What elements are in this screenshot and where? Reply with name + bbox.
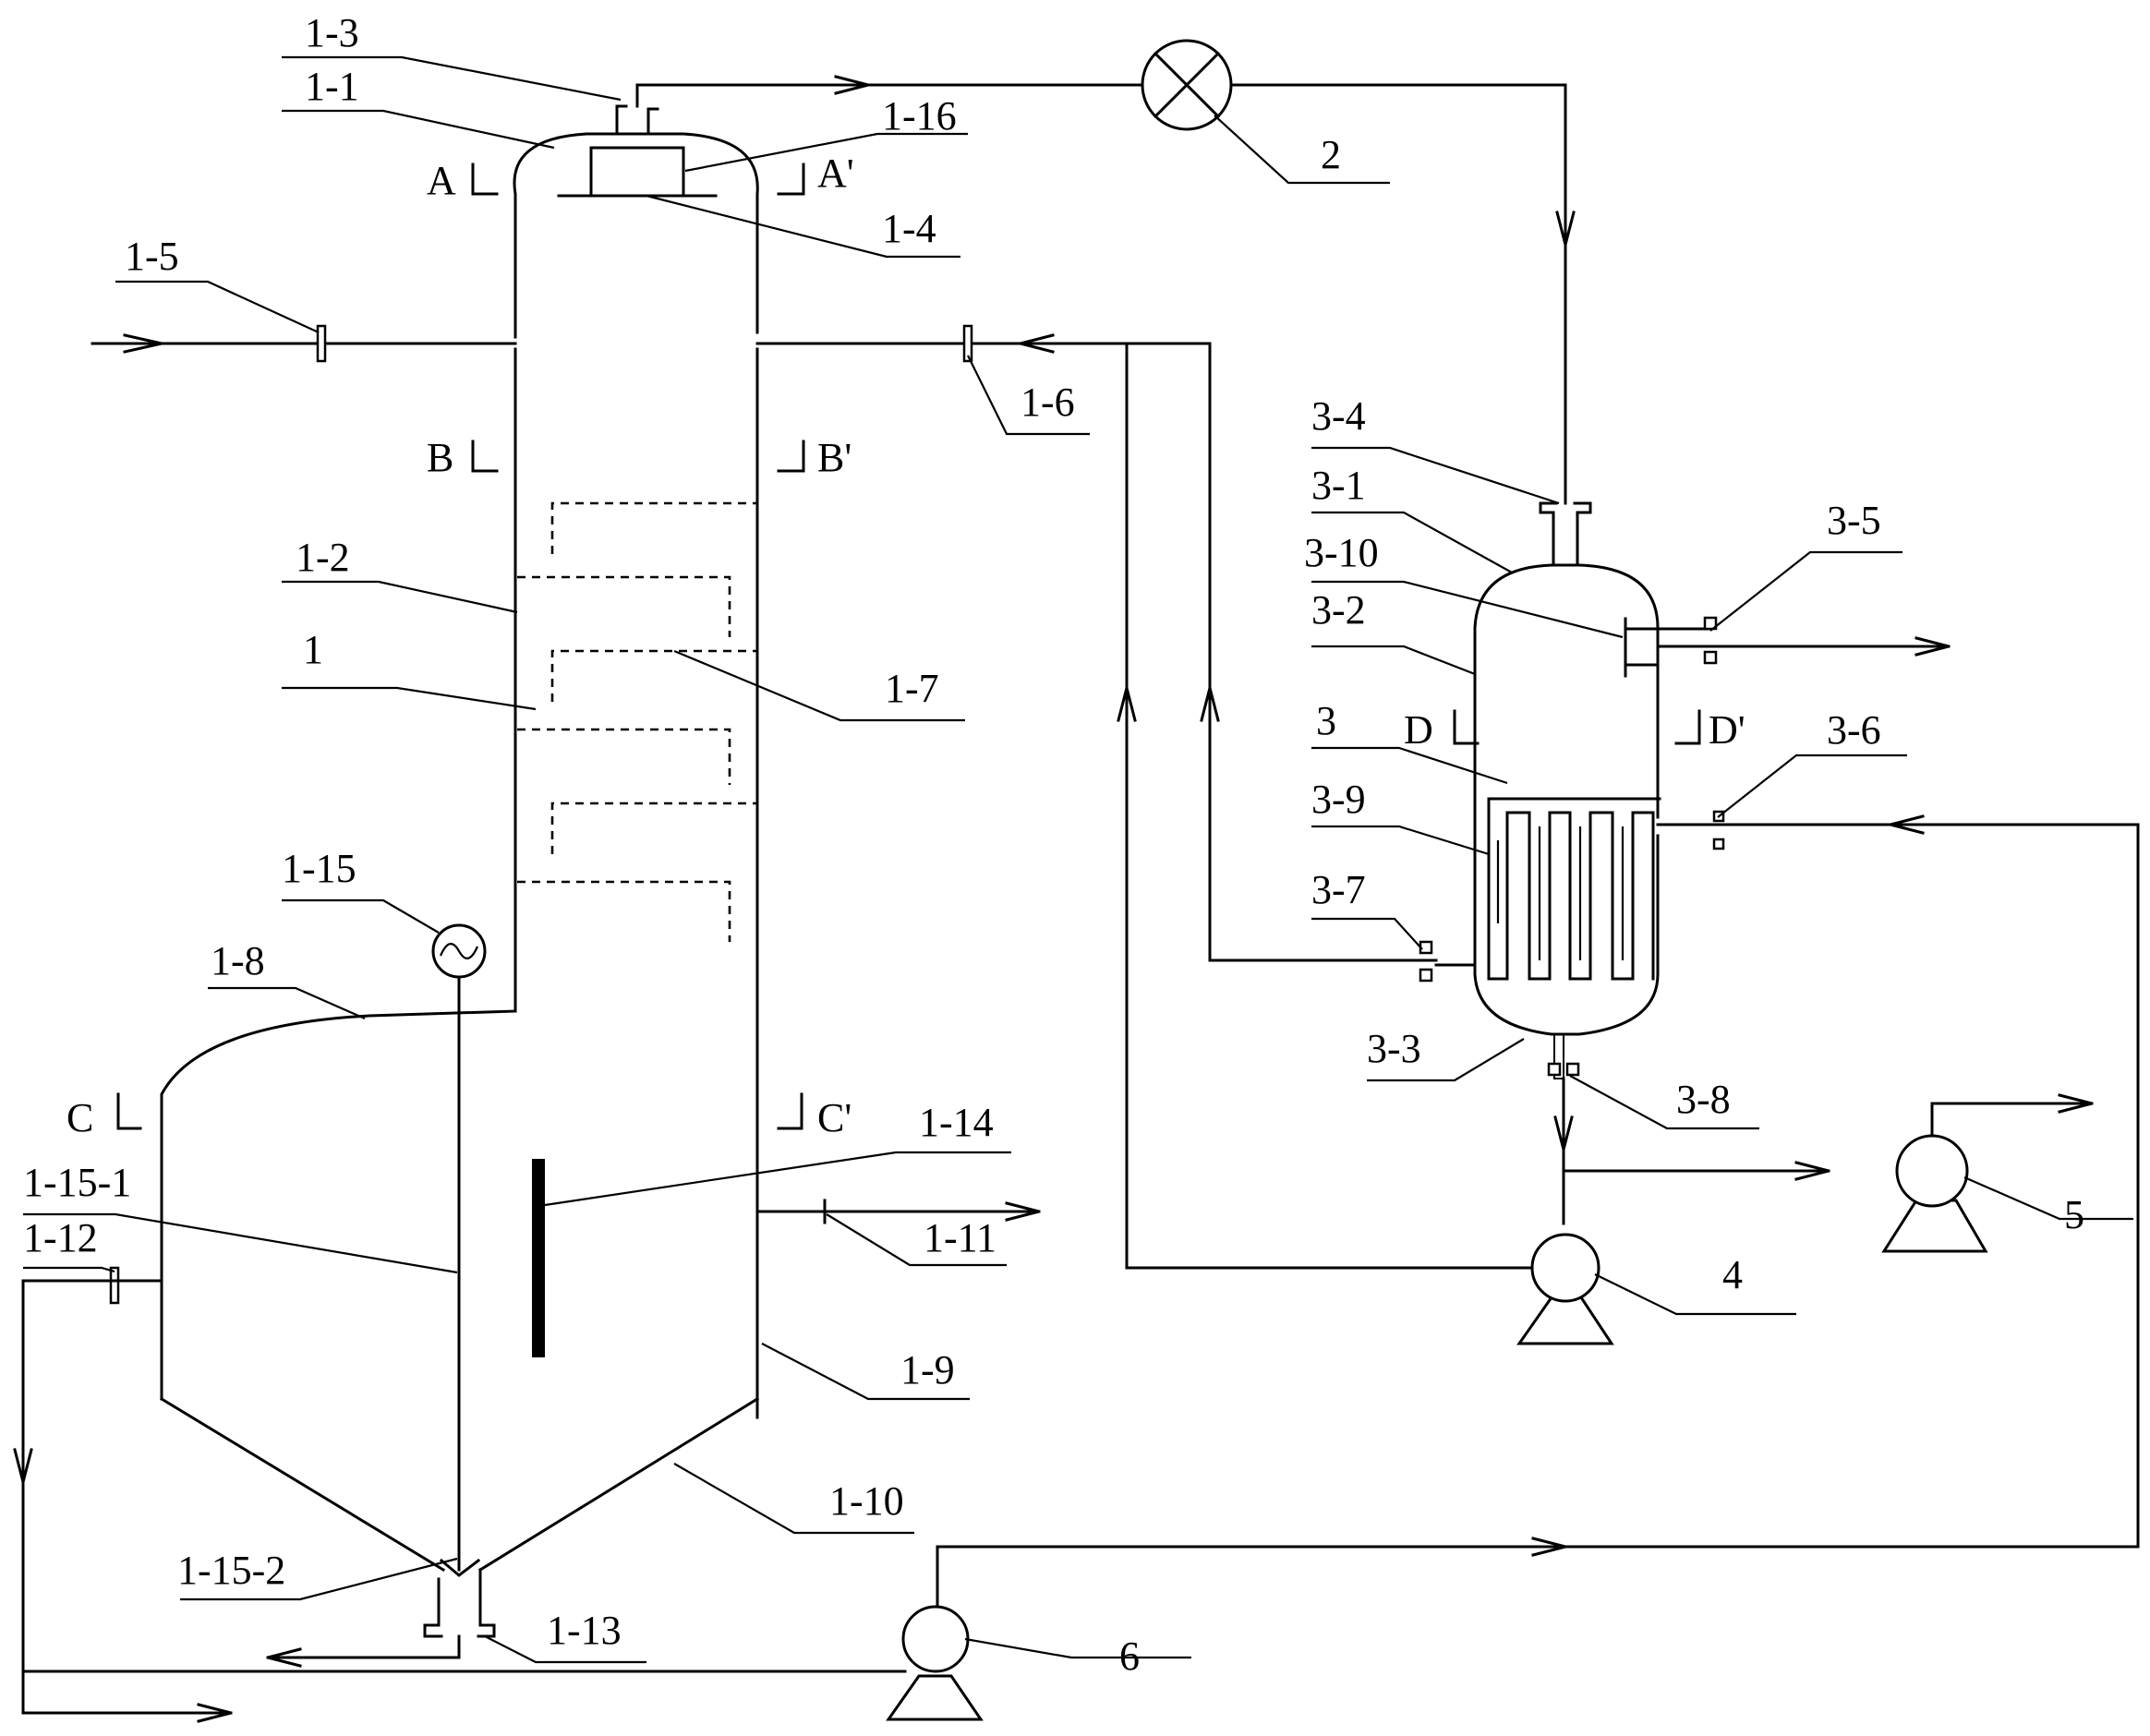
label-1-1: 1-1	[305, 64, 359, 109]
part-labels: 1-3 1-1 1-16 1-4 1-5 1-6 1-2 1 1-7 1-15 …	[23, 10, 2084, 1679]
label-1-8: 1-8	[211, 938, 265, 983]
label-3-2: 3-2	[1311, 587, 1366, 633]
vessel-3	[1419, 501, 2140, 1225]
label-1-15: 1-15	[282, 846, 356, 891]
label-1-10: 1-10	[829, 1478, 904, 1524]
section-d: D	[1404, 707, 1433, 753]
label-3-7: 3-7	[1311, 867, 1366, 912]
label-1-13: 1-13	[547, 1608, 622, 1653]
label-3: 3	[1316, 698, 1336, 743]
recycle-lines	[21, 333, 2140, 1721]
label-1-11: 1-11	[924, 1215, 996, 1260]
label-3-8: 3-8	[1676, 1077, 1731, 1122]
label-1: 1	[303, 627, 323, 672]
label-3-10: 3-10	[1304, 530, 1379, 575]
section-b: B	[427, 435, 453, 480]
label-6: 6	[1119, 1634, 1140, 1679]
label-3-4: 3-4	[1311, 393, 1366, 439]
label-3-6: 3-6	[1827, 707, 1881, 753]
label-1-3: 1-3	[305, 10, 359, 55]
pump-6	[886, 1605, 984, 1721]
section-d-prime: D'	[1709, 707, 1745, 753]
section-a-prime: A'	[817, 151, 854, 196]
label-1-9: 1-9	[900, 1347, 955, 1392]
label-4: 4	[1722, 1252, 1743, 1297]
label-2: 2	[1321, 132, 1341, 177]
label-1-15-1: 1-15-1	[23, 1160, 131, 1205]
leader-lines	[23, 55, 2133, 1664]
section-a: A	[427, 158, 456, 203]
label-1-16: 1-16	[882, 93, 957, 139]
section-labels: A A' B B' C C' D D'	[66, 151, 1745, 1140]
section-marks	[116, 163, 1701, 1130]
section-b-prime: B'	[817, 435, 852, 480]
pump-4	[1516, 1233, 1614, 1345]
pump-5	[1881, 1093, 2094, 1253]
label-3-9: 3-9	[1311, 777, 1366, 822]
label-1-5: 1-5	[125, 234, 179, 279]
label-1-2: 1-2	[296, 535, 350, 580]
label-1-14: 1-14	[919, 1100, 994, 1145]
label-1-6: 1-6	[1021, 380, 1075, 425]
vessel-1	[13, 104, 1138, 1723]
label-3-3: 3-3	[1367, 1026, 1421, 1071]
label-5: 5	[2064, 1192, 2084, 1237]
section-c-prime: C'	[817, 1095, 852, 1140]
label-1-7: 1-7	[885, 666, 939, 711]
section-c: C	[66, 1095, 93, 1140]
label-1-12: 1-12	[23, 1215, 98, 1260]
label-3-1: 3-1	[1311, 463, 1366, 508]
vapor-line	[635, 39, 1576, 505]
label-1-4: 1-4	[882, 206, 936, 251]
label-1-15-2: 1-15-2	[177, 1548, 285, 1593]
label-3-5: 3-5	[1827, 498, 1881, 543]
